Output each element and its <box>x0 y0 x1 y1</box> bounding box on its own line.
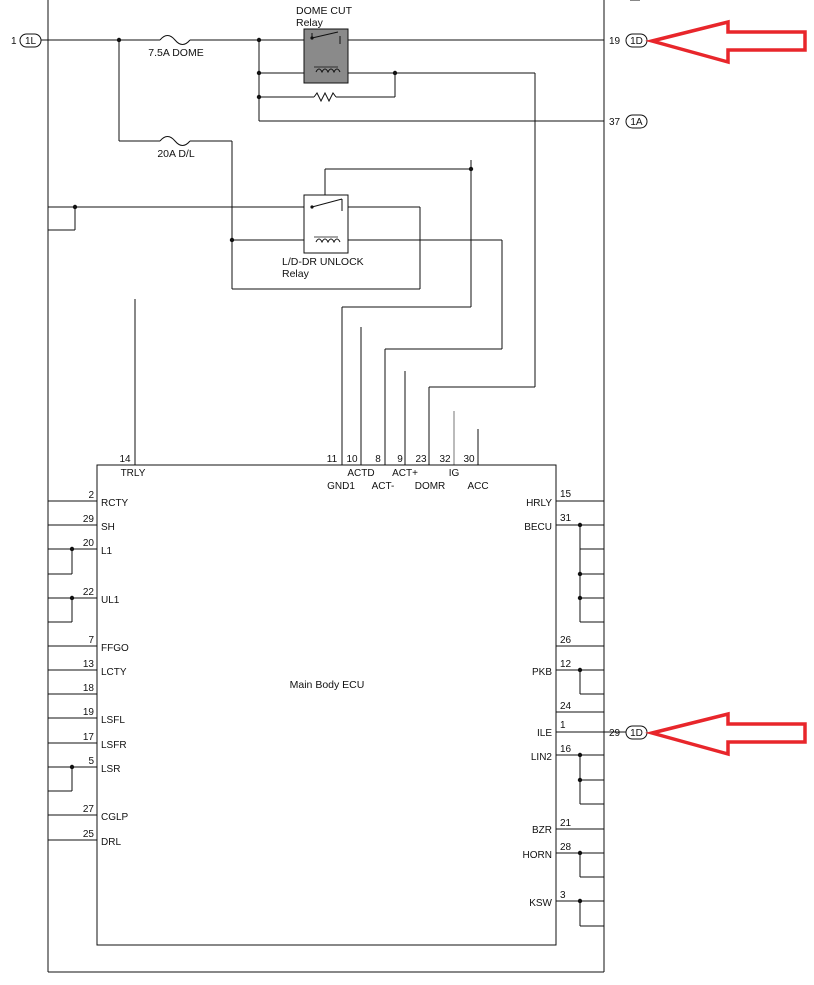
pin-name-lcty: LCTY <box>101 667 127 678</box>
relay-dome-subtitle: Relay <box>296 17 324 29</box>
pin-name-ig: IG <box>449 468 460 479</box>
pin-num-28: 28 <box>560 842 572 853</box>
pin-name-drl: DRL <box>101 837 121 848</box>
unlock-relay-wiring <box>48 160 503 465</box>
pin-name-rcty: RCTY <box>101 498 129 509</box>
relay-unlock-subtitle: Relay <box>282 268 310 280</box>
pin-num-1: 1 <box>560 720 566 731</box>
pin-name-gnd1: GND1 <box>327 481 355 492</box>
pin-num-15: 15 <box>560 489 572 500</box>
connector-29-id: 1D <box>630 728 643 739</box>
pin-name-ffgo: FFGO <box>101 643 129 654</box>
highlight-arrow-top <box>645 19 807 65</box>
connector-37-id: 1A <box>630 117 643 128</box>
pin-num-9: 9 <box>397 454 403 465</box>
ecu-top-pins: 14 TRLY 11 GND1 10 ACTD 8 ACT- 9 ACT+ 23… <box>119 454 488 492</box>
pin-name-actd: ACTD <box>347 468 374 479</box>
pin-num-11: 11 <box>327 454 338 465</box>
connector-37-pin: 37 <box>609 117 621 128</box>
pin-name-hrly: HRLY <box>526 498 552 509</box>
connector-19-id: 1D <box>630 36 643 47</box>
pin-num-17: 17 <box>83 732 95 743</box>
pin-num-29: 29 <box>83 514 95 525</box>
pin-name-cglp: CGLP <box>101 812 129 823</box>
pin-name-ksw: KSW <box>529 898 552 909</box>
relay-unlock-title: L/D-DR UNLOCK <box>282 256 364 268</box>
pin-num-26: 26 <box>560 635 572 646</box>
pin-name-sh: SH <box>101 522 115 533</box>
pin-name-ile: ILE <box>537 728 552 739</box>
connector-19-1d[interactable]: 19 1D <box>609 33 648 48</box>
pin-num-32: 32 <box>439 454 451 465</box>
ecu-right-pins: 15 HRLY 31 BECU 26 12 PKB 24 1 ILE 16 LI <box>523 489 626 927</box>
pin-name-act-minus: ACT- <box>372 481 395 492</box>
relay-dome-title: DOME CUT <box>296 5 353 17</box>
pin-name-act-plus: ACT+ <box>392 468 418 479</box>
connector-29-1d[interactable]: 29 1D <box>609 725 648 740</box>
connector-1l-pin: 1 <box>11 36 17 47</box>
pin-name-lsr: LSR <box>101 764 120 775</box>
pin-num-8: 8 <box>375 454 381 465</box>
ecu-left-pins: 2 RCTY 29 SH 20 L1 22 UL1 7 FFGO 13 LCTY… <box>48 490 129 848</box>
pin-num-19: 19 <box>83 707 95 718</box>
pin-name-trly: TRLY <box>121 468 146 479</box>
pin-num-18: 18 <box>83 683 95 694</box>
pin-name-lsfl: LSFL <box>101 715 125 726</box>
pin-num-2: 2 <box>88 490 94 501</box>
fuse-dome-label: 7.5A DOME <box>148 47 203 59</box>
main-body-ecu: Main Body ECU <box>96 464 557 946</box>
pin-num-23: 23 <box>415 454 427 465</box>
pin-num-14: 14 <box>119 454 131 465</box>
pin-num-10: 10 <box>346 454 358 465</box>
dome-relay-wiring <box>256 40 604 465</box>
pin-num-27: 27 <box>83 804 95 815</box>
pin-num-31: 31 <box>560 513 572 524</box>
pin-num-30: 30 <box>463 454 475 465</box>
pin-name-pkb: PKB <box>532 667 552 678</box>
pin-num-25: 25 <box>83 829 95 840</box>
pin-num-21: 21 <box>560 818 572 829</box>
pin-name-acc: ACC <box>467 481 488 492</box>
pin-num-13: 13 <box>83 659 95 670</box>
connector-29-pin: 29 <box>609 728 621 739</box>
outer-frame <box>47 0 640 973</box>
pin-num-20: 20 <box>83 538 95 549</box>
fuse-dl-label: 20A D/L <box>157 148 195 160</box>
connector-1l[interactable]: 1 1L <box>11 33 42 48</box>
pin-name-becu: BECU <box>524 522 552 533</box>
pin-stubs <box>134 299 479 465</box>
pin-name-ul1: UL1 <box>101 595 120 606</box>
relay-unlock: L/D-DR UNLOCK Relay <box>282 194 364 280</box>
pin-name-bzr: BZR <box>532 825 552 836</box>
pin-name-l1: L1 <box>101 546 113 557</box>
pin-name-horn: HORN <box>523 850 552 861</box>
pin-name-domr: DOMR <box>415 481 446 492</box>
connector-1l-id: 1L <box>25 36 37 47</box>
pin-name-lsfr: LSFR <box>101 740 127 751</box>
pin-num-7: 7 <box>88 635 94 646</box>
pin-num-16: 16 <box>560 744 572 755</box>
fuse-dome: 7.5A DOME <box>148 35 204 59</box>
connector-19-pin: 19 <box>609 36 621 47</box>
connector-37-1a[interactable]: 37 1A <box>609 114 648 129</box>
fuse-dl-branch: 20A D/L <box>118 40 421 290</box>
pin-num-12: 12 <box>560 659 572 670</box>
pin-name-lin2: LIN2 <box>531 752 553 763</box>
pin-num-22: 22 <box>83 587 95 598</box>
relay-dome-cut: DOME CUT Relay <box>296 5 353 84</box>
ecu-label: Main Body ECU <box>290 679 365 691</box>
highlight-arrow-bottom <box>645 711 807 757</box>
pin-num-24: 24 <box>560 701 572 712</box>
pin-num-3: 3 <box>560 890 566 901</box>
pin-num-5: 5 <box>88 756 94 767</box>
